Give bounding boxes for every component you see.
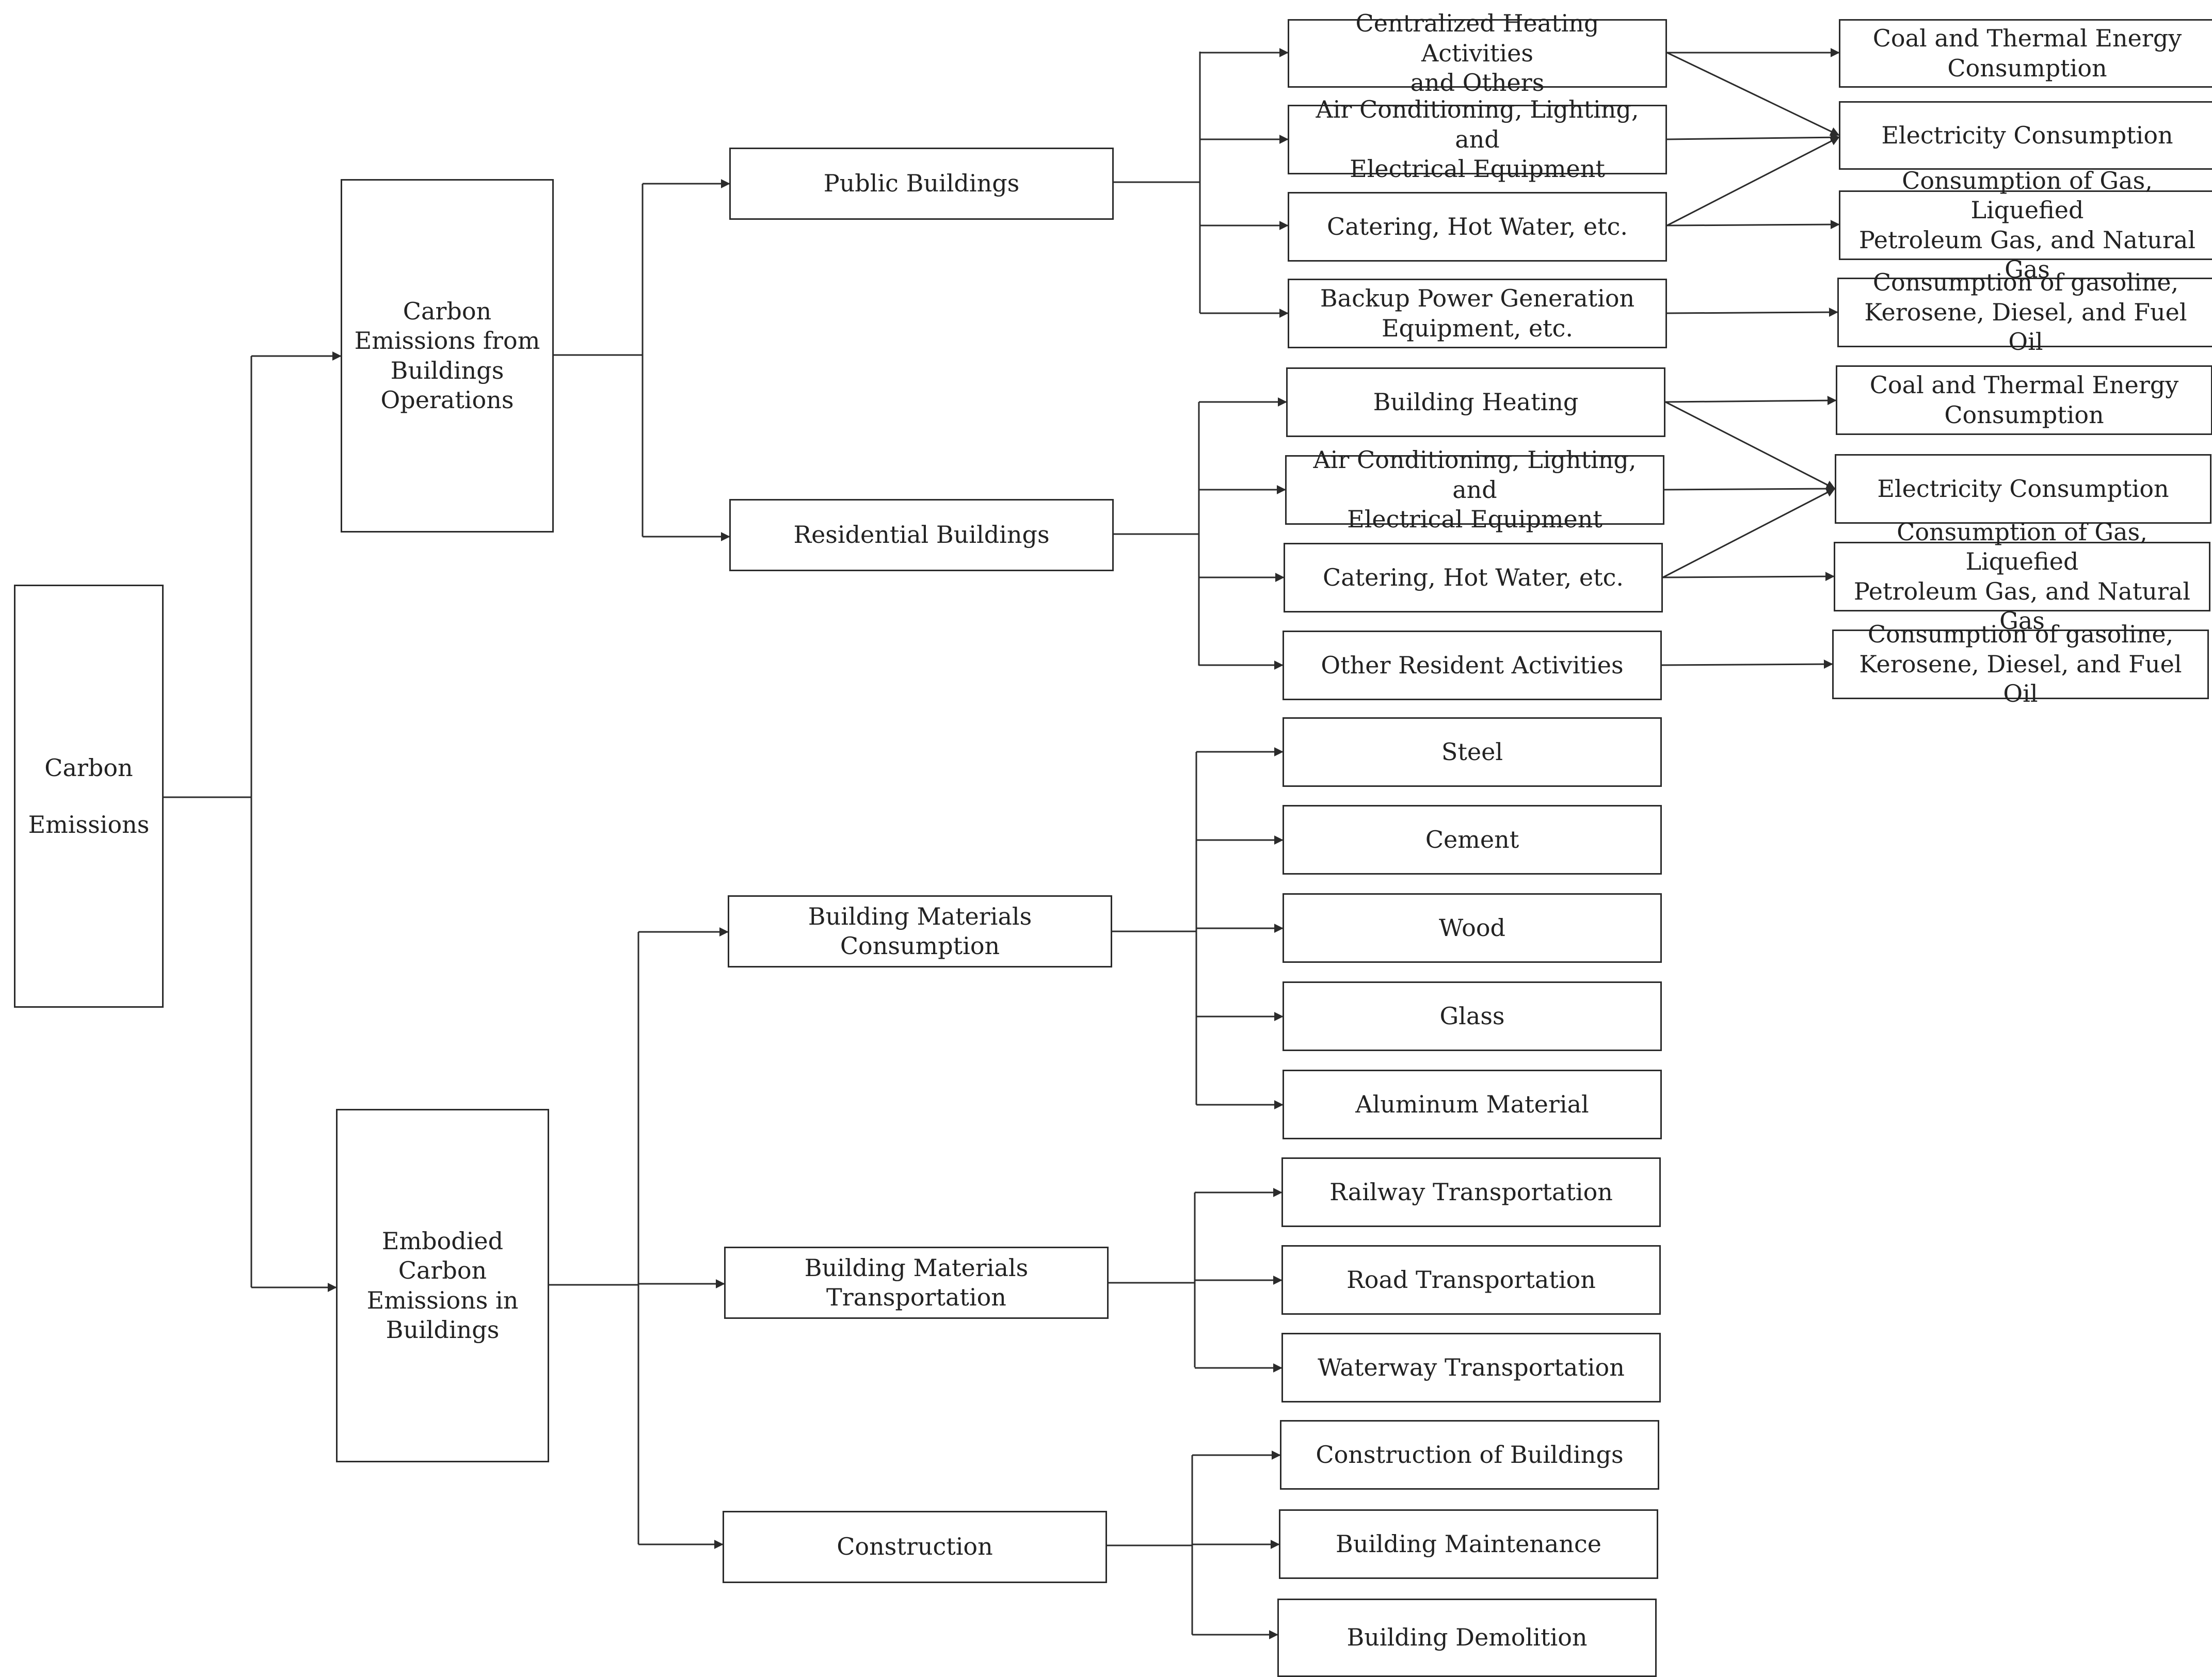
node-public-backup-power: Backup Power Generation Equipment, etc.	[1288, 279, 1667, 348]
node-glass: Glass	[1283, 981, 1662, 1051]
connector-public-ac-to-electricity	[1666, 133, 1840, 142]
connector-public-catering-to-gas	[1666, 220, 1840, 230]
node-materials-consumption: Building Materials Consumption	[728, 895, 1112, 968]
connector-residential-other-to-gasoline	[1661, 659, 1833, 669]
connector-residential-heating-to-electricity	[1665, 401, 1836, 490]
node-public-air-conditioning: Air Conditioning, Lighting, and Electric…	[1288, 95, 1667, 183]
node-public-buildings: Public Buildings	[729, 148, 1114, 220]
node-aluminum: Aluminum Material	[1283, 1070, 1662, 1139]
node-public-catering: Catering, Hot Water, etc.	[1288, 192, 1667, 262]
node-materials-transportation: Building Materials Transportation	[724, 1247, 1109, 1319]
node-wood: Wood	[1283, 893, 1662, 963]
node-building-maintenance: Building Maintenance	[1279, 1509, 1658, 1579]
node-residential-electricity: Electricity Consumption	[1835, 454, 2211, 524]
node-public-coal-thermal: Coal and Thermal Energy Consumption	[1839, 19, 2212, 88]
node-public-gasoline-consumption: Consumption of gasoline, Kerosene, Diese…	[1837, 268, 2212, 356]
node-residential-gasoline-consumption: Consumption of gasoline, Kerosene, Diese…	[1832, 620, 2209, 707]
node-residential-air-conditioning: Air Conditioning, Lighting, and Electric…	[1285, 446, 1664, 533]
node-road-transportation: Road Transportation	[1281, 1245, 1661, 1315]
node-carbon-emissions: Carbon Emissions	[14, 585, 164, 1008]
connector-public-heating-to-electricity	[1666, 52, 1840, 136]
node-waterway-transportation: Waterway Transportation	[1281, 1333, 1661, 1402]
connector-residential-ac-to-electricity	[1664, 484, 1836, 494]
node-public-gas-consumption: Consumption of Gas, Liquefied Petroleum …	[1839, 167, 2212, 283]
node-public-centralized-heating: Centralized Heating Activities and Other…	[1288, 9, 1667, 96]
node-residential-catering: Catering, Hot Water, etc.	[1284, 543, 1663, 612]
node-construction: Construction	[723, 1511, 1107, 1583]
node-embodied-emissions: Embodied Carbon Emissions in Buildings	[336, 1109, 549, 1462]
connector-residential-catering-to-gas	[1662, 572, 1835, 582]
node-operations-emissions: Carbon Emissions from Buildings Operatio…	[341, 179, 554, 533]
connector-public-catering-to-electricity	[1666, 136, 1840, 227]
connector-residential-catering-to-electricity	[1662, 488, 1836, 578]
node-residential-building-heating: Building Heating	[1286, 367, 1665, 437]
node-residential-coal-thermal: Coal and Thermal Energy Consumption	[1836, 365, 2212, 435]
node-residential-other-activities: Other Resident Activities	[1283, 631, 1662, 700]
node-steel: Steel	[1283, 717, 1662, 787]
node-residential-buildings: Residential Buildings	[729, 499, 1114, 571]
node-public-electricity: Electricity Consumption	[1839, 101, 2212, 170]
node-cement: Cement	[1283, 805, 1662, 875]
connector-residential-heating-to-coal	[1665, 396, 1837, 406]
node-building-demolition: Building Demolition	[1277, 1599, 1657, 1677]
connector-public-backup-to-gasoline	[1666, 308, 1838, 317]
node-construction-of-buildings: Construction of Buildings	[1280, 1420, 1659, 1490]
node-residential-gas-consumption: Consumption of Gas, Liquefied Petroleum …	[1834, 518, 2210, 635]
node-railway-transportation: Railway Transportation	[1281, 1157, 1661, 1227]
